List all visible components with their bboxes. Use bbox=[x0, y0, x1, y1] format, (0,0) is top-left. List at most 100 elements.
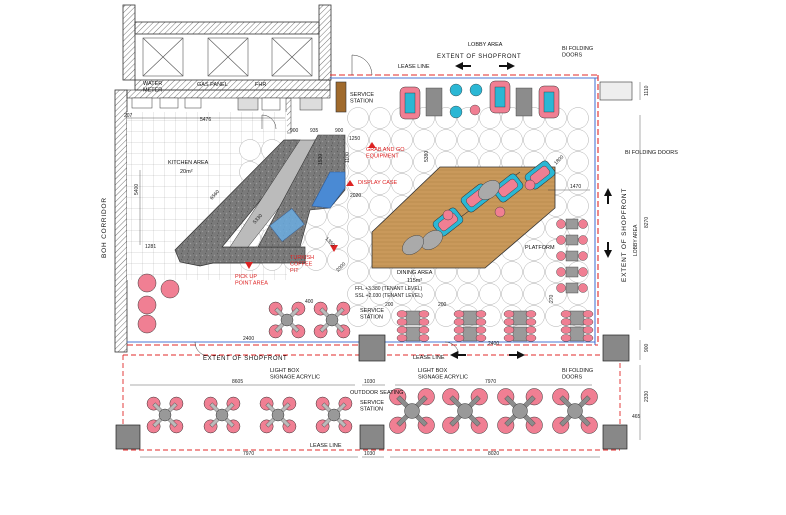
chair bbox=[560, 334, 572, 342]
service-stations bbox=[115, 334, 630, 450]
booth-cushion bbox=[543, 91, 555, 113]
kitchen-area-label: KITCHEN AREA bbox=[168, 160, 209, 166]
chair bbox=[582, 318, 594, 326]
kitchen-size: 20m² bbox=[180, 169, 193, 175]
chair bbox=[418, 334, 430, 342]
dim-465: 465 bbox=[632, 414, 641, 420]
pointer-arrows bbox=[245, 142, 376, 269]
chair bbox=[396, 334, 408, 342]
chair bbox=[578, 283, 588, 293]
dim-8270: 8270 bbox=[644, 217, 650, 228]
table-set bbox=[442, 388, 488, 434]
square-table bbox=[569, 326, 585, 342]
square-table bbox=[405, 310, 421, 326]
floor-tile bbox=[369, 195, 391, 217]
chair bbox=[578, 251, 588, 261]
chair bbox=[453, 310, 465, 318]
extent-shopfront-top: EXTENT OF SHOPFRONT bbox=[437, 54, 521, 60]
table-top bbox=[280, 313, 294, 327]
floor-tile bbox=[501, 129, 523, 151]
table-set bbox=[203, 396, 241, 434]
booth-cushion bbox=[404, 92, 416, 114]
floor-tile bbox=[239, 139, 261, 161]
lease-line-mid: LEASE LINE bbox=[413, 355, 445, 361]
table-top bbox=[404, 403, 420, 419]
door-swings bbox=[194, 54, 460, 357]
table-top bbox=[325, 313, 339, 327]
square-table bbox=[462, 326, 478, 342]
chair bbox=[503, 318, 515, 326]
dim-935: 935 bbox=[310, 128, 319, 134]
table-top bbox=[512, 403, 528, 419]
platform-chair bbox=[442, 209, 454, 221]
table-set bbox=[497, 388, 543, 434]
floor-tile bbox=[523, 239, 545, 261]
floor-tile bbox=[347, 195, 369, 217]
dining-area-label: DINING AREA bbox=[397, 270, 433, 276]
platform-table bbox=[421, 230, 443, 250]
dim-2020: 2020 bbox=[350, 193, 361, 199]
table-top bbox=[327, 408, 341, 422]
dim-1110: 1110 bbox=[644, 85, 650, 96]
chair bbox=[503, 326, 515, 334]
table-set bbox=[315, 396, 353, 434]
stool bbox=[469, 83, 483, 97]
side-table bbox=[565, 266, 579, 278]
floor-tile bbox=[567, 107, 589, 129]
floor-tile bbox=[435, 129, 457, 151]
lease-line-bottom: LEASE LINE bbox=[310, 443, 342, 449]
floor-tile bbox=[369, 283, 391, 305]
dim-1530: 1530 bbox=[318, 154, 324, 165]
platform-chair bbox=[524, 179, 536, 191]
floor-tile bbox=[347, 129, 369, 151]
chair bbox=[556, 235, 566, 245]
chair bbox=[418, 326, 430, 334]
floor-tile bbox=[305, 227, 327, 249]
dining-size: 115m² bbox=[407, 278, 422, 284]
chair bbox=[556, 283, 566, 293]
platform-table bbox=[402, 235, 424, 255]
booth-table bbox=[425, 87, 443, 117]
table-top bbox=[215, 408, 229, 422]
dim-5380: 5380 bbox=[424, 151, 430, 162]
table-set bbox=[552, 388, 598, 434]
dim-1250: 1250 bbox=[349, 136, 360, 142]
chair bbox=[556, 267, 566, 277]
dim-2330: 2330 bbox=[644, 391, 650, 402]
floor-tile bbox=[347, 151, 369, 173]
dim-207: 207 bbox=[124, 113, 133, 119]
dim-200b: 200 bbox=[438, 302, 447, 308]
chair bbox=[475, 326, 487, 334]
floor-tile bbox=[413, 151, 435, 173]
platform-table bbox=[478, 180, 500, 200]
floor-tile bbox=[391, 129, 413, 151]
bi-folding-doors-right: BI FOLDING DOORS bbox=[625, 150, 678, 156]
floor-tile bbox=[347, 305, 369, 327]
chair bbox=[453, 334, 465, 342]
display-case-label: DISPLAY CASE bbox=[358, 180, 398, 186]
floor-tile bbox=[413, 129, 435, 151]
chair bbox=[418, 318, 430, 326]
chair bbox=[578, 267, 588, 277]
floor-tile bbox=[435, 305, 457, 327]
chair bbox=[475, 310, 487, 318]
table-set bbox=[313, 301, 351, 339]
floor-tile bbox=[501, 283, 523, 305]
chair bbox=[453, 318, 465, 326]
side-table bbox=[565, 250, 579, 262]
dim-1100: 1100 bbox=[345, 152, 351, 163]
chair bbox=[582, 326, 594, 334]
dim-1030a: 1030 bbox=[364, 379, 375, 385]
floor-tile bbox=[327, 227, 349, 249]
dimension-labels: 5476 207 900 935 900 1250 1100 1530 2020… bbox=[124, 85, 650, 457]
outdoor-seating-label: OUTDOOR SEATING bbox=[350, 390, 403, 396]
lobby-area-label: LOBBY AREA bbox=[468, 42, 503, 48]
floor-tile bbox=[305, 249, 327, 271]
platform-label: PLATFORM bbox=[525, 245, 555, 251]
